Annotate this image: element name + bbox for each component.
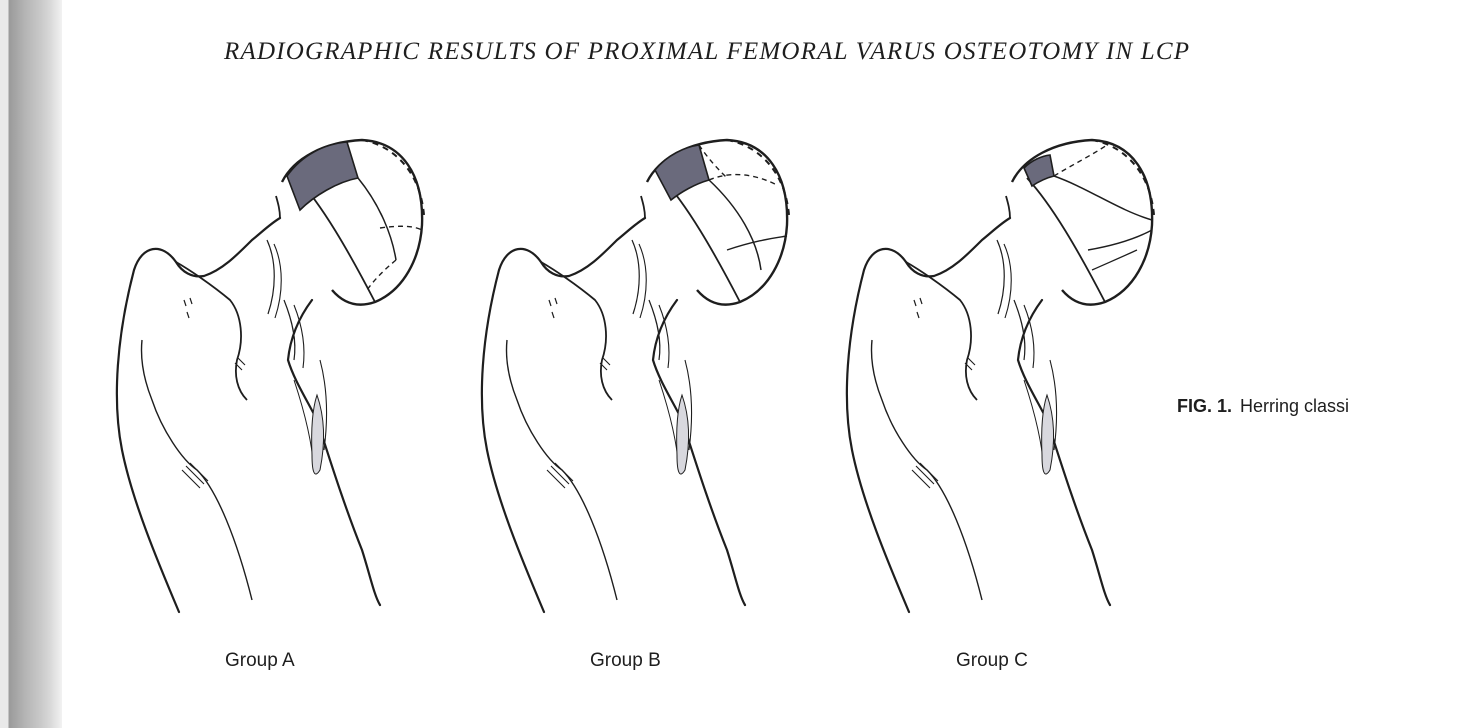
group-a-label: Group A <box>225 650 295 672</box>
femur-group-b-drawing <box>482 140 789 612</box>
lateral-pillar-shading <box>655 145 709 200</box>
figure-caption-text: Herring classi <box>1240 396 1349 416</box>
lateral-pillar-shading <box>1024 155 1054 186</box>
femur-group-a-drawing <box>117 140 424 612</box>
group-c-label: Group C <box>956 650 1028 672</box>
group-b-label: Group B <box>590 650 661 672</box>
figure-caption: FIG. 1. Herring classi <box>1177 396 1349 417</box>
book-binding-shadow <box>0 0 62 728</box>
journal-page: RADIOGRAPHIC RESULTS OF PROXIMAL FEMORAL… <box>62 0 1457 728</box>
figure-1-illustration <box>62 0 1457 728</box>
lateral-pillar-shading <box>287 142 358 210</box>
figure-number: FIG. 1. <box>1177 396 1232 416</box>
femur-group-c-drawing <box>847 140 1154 612</box>
